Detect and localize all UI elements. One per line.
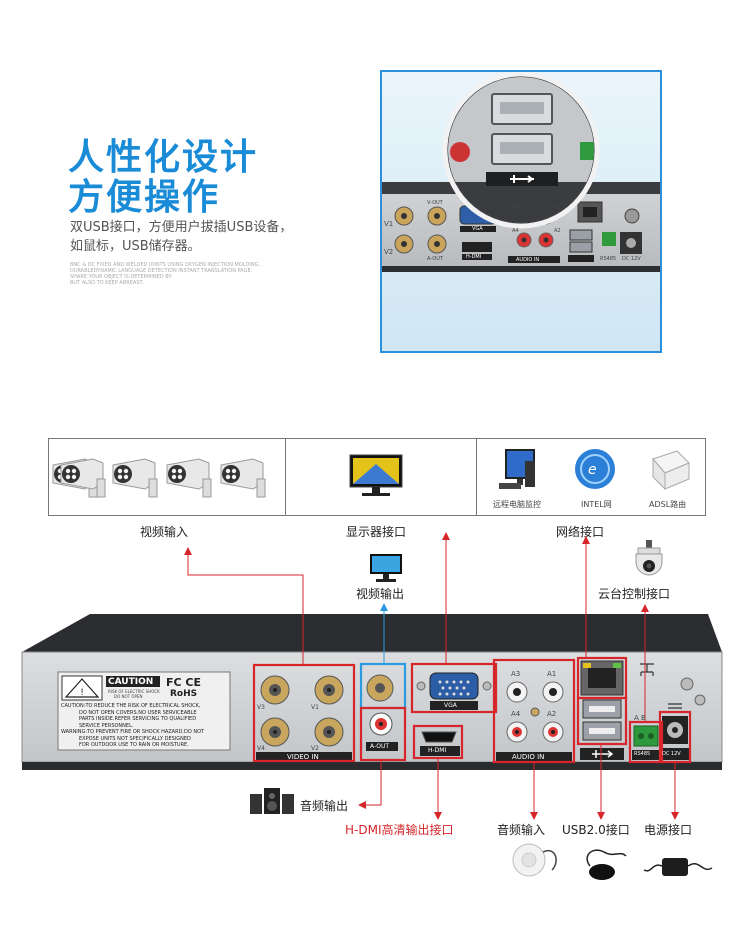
audio-out-caption: 音频输出: [300, 799, 349, 813]
network-caption: 网络接口: [556, 525, 605, 539]
video-in-port-label: VIDEO IN: [287, 753, 319, 761]
highlight-usb: [576, 696, 628, 746]
microphone-icon: [512, 843, 557, 877]
caution-sub1: RISK OF ELECTRIC SHOCK: [108, 689, 160, 694]
ptz-caption: 云台控制接口: [598, 587, 671, 601]
monitor-caption: 显示器接口: [346, 525, 407, 539]
photo-hdmi-label: H-DMI: [466, 254, 482, 260]
photo-audio-in-label: AUDIO IN: [516, 257, 540, 263]
fine-print: BNC & DC FIXED AND WELDED JOINTS USING O…: [70, 262, 261, 286]
v3-label: V3: [257, 704, 265, 711]
rs485-port-label: RS485: [634, 751, 651, 757]
monitor-icon: [349, 454, 403, 496]
photo-bnc-ports: [394, 206, 447, 254]
a3-label: A3: [511, 670, 521, 678]
video-out-caption: 视频输出: [356, 587, 405, 601]
a-out-port-label: A-OUT: [370, 743, 390, 750]
svg-text:!: !: [80, 688, 84, 698]
photo-v2-label: V2: [384, 248, 394, 256]
speaker-icon: [250, 788, 294, 814]
usb-mouse-icon: [586, 849, 627, 880]
audio-in-group: [496, 681, 572, 762]
description-line2: 如鼠标，USB储存器。: [70, 239, 201, 254]
photo-a2-label: A2: [554, 228, 561, 234]
ab-label: A B: [634, 714, 646, 722]
net-item-intel: INTEL网: [581, 500, 612, 509]
a1-label: A1: [547, 670, 557, 678]
power-adapter-icon: [643, 858, 713, 876]
caution-label: !: [57, 671, 231, 751]
magnifier-lens: [442, 72, 600, 229]
camera-box: [48, 438, 286, 516]
photo-a4-label: A4: [512, 228, 519, 234]
a4-label: A4: [511, 710, 521, 718]
fcc-ce-mark: FC CE: [166, 676, 202, 689]
audio-in-port-label: AUDIO IN: [512, 753, 545, 761]
usb-closeup-photo: V1 V2 V-OUT A-OUT VGA H-DMI AUDIO IN A3 …: [380, 70, 662, 353]
v2-label: V2: [311, 745, 319, 752]
photo-a3-label: A3: [512, 205, 519, 211]
monitor-box: [285, 438, 477, 516]
hdmi-caption: H-DMI高清输出接口: [345, 823, 454, 837]
video-in-bnc-group: [256, 675, 352, 762]
net-item-remote-pc: 远程电脑监控: [493, 500, 541, 509]
caution-title: CAUTION: [108, 677, 154, 687]
usb-caption: USB2.0接口: [562, 823, 630, 837]
video-out-monitor-icon: [370, 554, 402, 582]
ptz-camera-icon: [635, 540, 663, 576]
rohs-mark: RoHS: [170, 689, 198, 699]
network-box: e 远程电脑监控 INTEL网 ADSL路由: [476, 438, 706, 516]
headline-line1: 人性化设计: [68, 137, 259, 178]
caution-warning-text: CAUTION:TO REDUCE THE RISK OF ELECTRICAL…: [61, 703, 205, 748]
photo-rs485-label: RS485: [600, 256, 617, 262]
audio-in-caption: 音频输入: [497, 823, 546, 837]
bullet-cameras-icon: [52, 458, 266, 498]
photo-vga-label: VGA: [472, 226, 483, 232]
caution-sub2: DO NOT OPEN: [114, 694, 143, 699]
a2-label: A2: [547, 710, 557, 718]
photo-aout-label: A-OUT: [427, 256, 443, 262]
video-in-caption: 视频输入: [140, 525, 189, 539]
hdmi-port-label: H-DMI: [428, 747, 447, 754]
photo-v1-label: V1: [384, 220, 394, 228]
photo-dc-label: DC 12V: [622, 256, 641, 262]
svg-text:e: e: [588, 462, 597, 478]
headline-line2: 方便操作: [68, 177, 221, 218]
description-line1: 双USB接口，方便用户拔插USB设备，: [70, 220, 293, 235]
v4-label: V4: [257, 745, 265, 752]
power-caption: 电源接口: [644, 823, 693, 837]
highlight-vga: [410, 662, 498, 714]
highlight-rs485: [628, 720, 664, 764]
photo-vout-label: V-OUT: [427, 200, 443, 206]
v1-label: V1: [311, 704, 319, 711]
vga-port-label: VGA: [444, 702, 457, 709]
highlight-audio-out: [359, 706, 407, 762]
dc-port-label: DC 12V: [662, 751, 681, 757]
network-devices-icon: e: [499, 449, 690, 491]
photo-a1-label: A1: [554, 205, 561, 211]
highlight-video-in: [252, 663, 356, 763]
net-item-adsl: ADSL路由: [649, 500, 687, 509]
